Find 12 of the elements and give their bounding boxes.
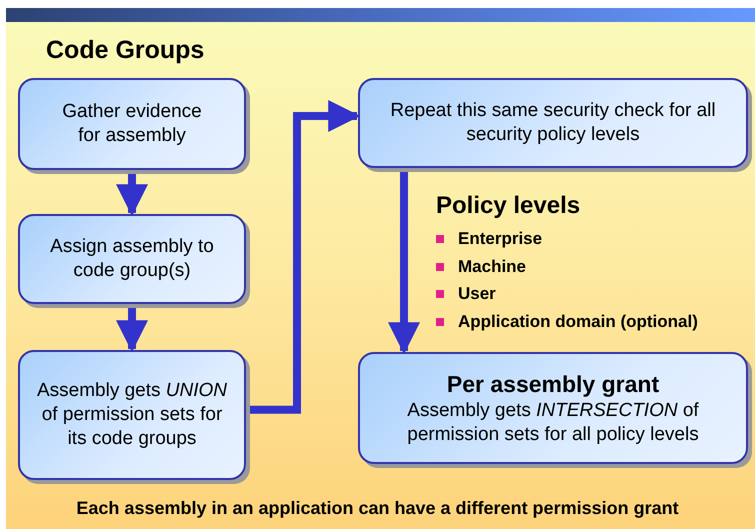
list-item: User xyxy=(458,284,496,304)
list-item: Enterprise xyxy=(458,229,542,249)
arrow xyxy=(388,169,420,354)
section-heading: Policy levels xyxy=(436,192,580,220)
box-heading: Per assembly grant xyxy=(446,370,660,399)
list-item: Application domain (optional) xyxy=(458,312,698,332)
box-text: Assembly gets INTERSECTION of permission sets for all policy levels xyxy=(406,399,700,447)
arrow xyxy=(116,305,148,352)
caption: Each assembly in an application can have a different permission grant xyxy=(75,498,680,519)
list-item: Machine xyxy=(458,256,526,276)
arrow xyxy=(116,171,148,216)
heading: Code Groups xyxy=(46,36,204,65)
